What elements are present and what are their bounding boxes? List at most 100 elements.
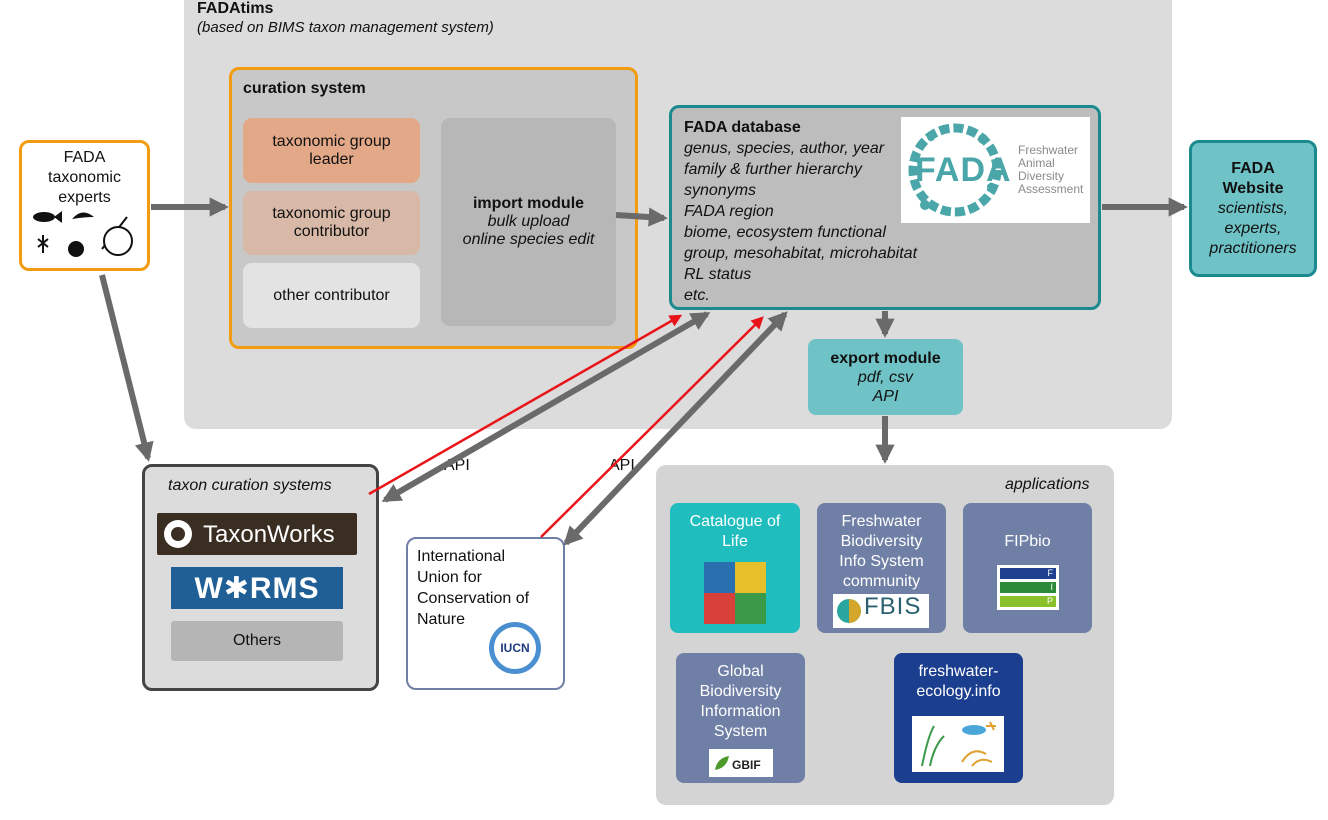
fwe-line1: freshwater- <box>918 663 999 680</box>
export-module-line1: pdf, csv <box>857 368 914 386</box>
db-line-6: RL status <box>684 266 752 283</box>
taxonworks-icon <box>164 520 192 548</box>
db-line-3: FADA region <box>684 203 774 220</box>
db-line-1: family & further hierarchy <box>684 161 862 178</box>
experts-line1: FADA <box>63 149 106 166</box>
leader-line1: taxonomic group <box>272 132 391 150</box>
import-module-box: import module bulk upload online species… <box>441 118 616 326</box>
experts-line3: experts <box>58 189 111 206</box>
db-line-5: group, mesohabitat, microhabitat <box>684 245 918 262</box>
fada-website-box: FADA Website scientists, experts, practi… <box>1189 140 1317 277</box>
iucn-logo: IUCN <box>489 622 541 674</box>
arrow-api-database-iucn <box>563 311 788 546</box>
other-contributor-box: other contributor <box>243 263 420 328</box>
export-module-box: export module pdf, csv API <box>808 339 963 415</box>
arrow-import-to-database <box>615 207 668 227</box>
db-line-0: genus, species, author, year <box>684 140 885 157</box>
applications-title: applications <box>1005 476 1090 493</box>
fbis-line2: Biodiversity <box>840 533 923 550</box>
fada-logo-ring <box>908 123 1002 217</box>
worms-label: W✱RMS <box>194 571 320 605</box>
arrow-experts-to-taxon-curation <box>99 274 154 462</box>
import-module-title: import module <box>472 195 585 212</box>
fipbio-title: FIPbio <box>1004 533 1051 550</box>
others-box: Others <box>171 621 343 661</box>
fbis-line4: community <box>842 573 921 590</box>
taxonworks-logo: TaxonWorks <box>157 513 357 555</box>
db-line-7: etc. <box>684 287 710 304</box>
import-module-line1: bulk upload <box>487 213 570 230</box>
fadatims-title: FADAtims <box>197 0 274 17</box>
fwe-logo <box>912 716 1004 772</box>
export-module-title: export module <box>830 349 941 367</box>
fbis-line1: Freshwater <box>841 513 922 530</box>
arrow-red-iucn-to-database <box>540 316 764 538</box>
experts-line2: taxonomic <box>48 169 121 186</box>
arrow-api-database-taxon-curation <box>381 311 711 503</box>
contributor-line1: taxonomic group <box>272 205 391 222</box>
db-line-2: synonyms <box>684 182 757 199</box>
gbif-line2: Biodiversity <box>699 683 782 700</box>
gbif-leaf-icon <box>715 756 729 770</box>
fipbio-logo: F I P <box>997 565 1059 610</box>
fipbio-bar-f: F <box>1000 568 1056 579</box>
gbif-line4: System <box>713 723 768 740</box>
fada-logo-caption: Freshwater Animal Diversity Assessment <box>1018 144 1083 196</box>
experts-label: FADA taxonomic experts <box>22 148 147 208</box>
app-fbis: Freshwater Biodiversity Info System comm… <box>817 503 946 633</box>
gbif-line3: Information <box>700 703 781 720</box>
iucn-label: International Union for Conservation of … <box>417 546 529 630</box>
fipbio-bar-i: I <box>1000 582 1056 593</box>
iucn-logo-text: IUCN <box>500 641 530 655</box>
iucn-line3: Conservation of <box>417 590 530 607</box>
fada-logo: FADA Freshwater Animal Diversity Assessm… <box>901 117 1090 223</box>
iucn-line2: Union for <box>417 569 482 586</box>
export-module-line2: API <box>872 387 899 405</box>
import-module-line2: online species edit <box>462 231 595 248</box>
col-logo <box>704 562 766 624</box>
fipbio-bar-p: P <box>1000 596 1056 607</box>
curation-system-title: curation system <box>243 80 366 97</box>
website-line1: FADA <box>1231 159 1275 177</box>
fipbio-f: F <box>1047 568 1054 578</box>
fwe-line2: ecology.info <box>916 683 1001 700</box>
iucn-box <box>406 537 565 690</box>
taxonomic-group-leader-box: taxonomic group leader <box>243 118 420 183</box>
others-label: Others <box>232 632 281 649</box>
fipbio-i: I <box>1050 582 1053 592</box>
gbif-logo: GBIF <box>709 749 773 777</box>
fada-caption-4: Assessment <box>1018 182 1084 196</box>
db-line-4: biome, ecosystem functional <box>684 224 886 241</box>
website-line2: Website <box>1222 179 1284 197</box>
fbis-logo-icon <box>837 599 861 623</box>
fipbio-p: P <box>1046 596 1053 606</box>
iucn-line4: Nature <box>417 611 466 628</box>
website-line3: scientists, <box>1217 199 1289 217</box>
fbis-logo: FBIS <box>833 594 929 628</box>
gbif-logo-text: GBIF <box>732 758 761 772</box>
iucn-line1: International <box>417 548 506 565</box>
fada-database-text: FADA database genus, species, author, ye… <box>684 117 954 306</box>
contributor-line2: contributor <box>293 223 370 240</box>
leader-line2: leader <box>309 150 354 168</box>
taxon-curation-title: taxon curation systems <box>168 477 332 494</box>
fada-logo-wordmark: FADA <box>915 151 1012 189</box>
other-contributor-label: other contributor <box>273 286 390 304</box>
fada-database-title: FADA database <box>684 119 801 136</box>
experts-animal-icons <box>33 211 133 257</box>
app-fipbio: FIPbio F I P <box>963 503 1092 633</box>
website-line5: practitioners <box>1209 239 1297 257</box>
fada-caption-2: Animal <box>1018 156 1055 170</box>
taxonomic-group-contributor-box: taxonomic group contributor <box>243 191 420 255</box>
arrow-red-taxon-to-database <box>368 314 683 496</box>
app-freshwater-ecology: freshwater- ecology.info <box>894 653 1023 783</box>
worms-logo: W✱RMS <box>171 567 343 609</box>
gbif-line1: Global <box>717 663 764 680</box>
fbis-logo-text: FBIS <box>864 593 922 620</box>
website-line4: experts, <box>1224 219 1282 237</box>
fada-caption-3: Diversity <box>1018 169 1065 183</box>
fadatims-subtitle: (based on BIMS taxon management system) <box>197 19 494 36</box>
app-gbif: Global Biodiversity Information System G… <box>676 653 805 783</box>
taxonworks-label: TaxonWorks <box>203 521 335 548</box>
